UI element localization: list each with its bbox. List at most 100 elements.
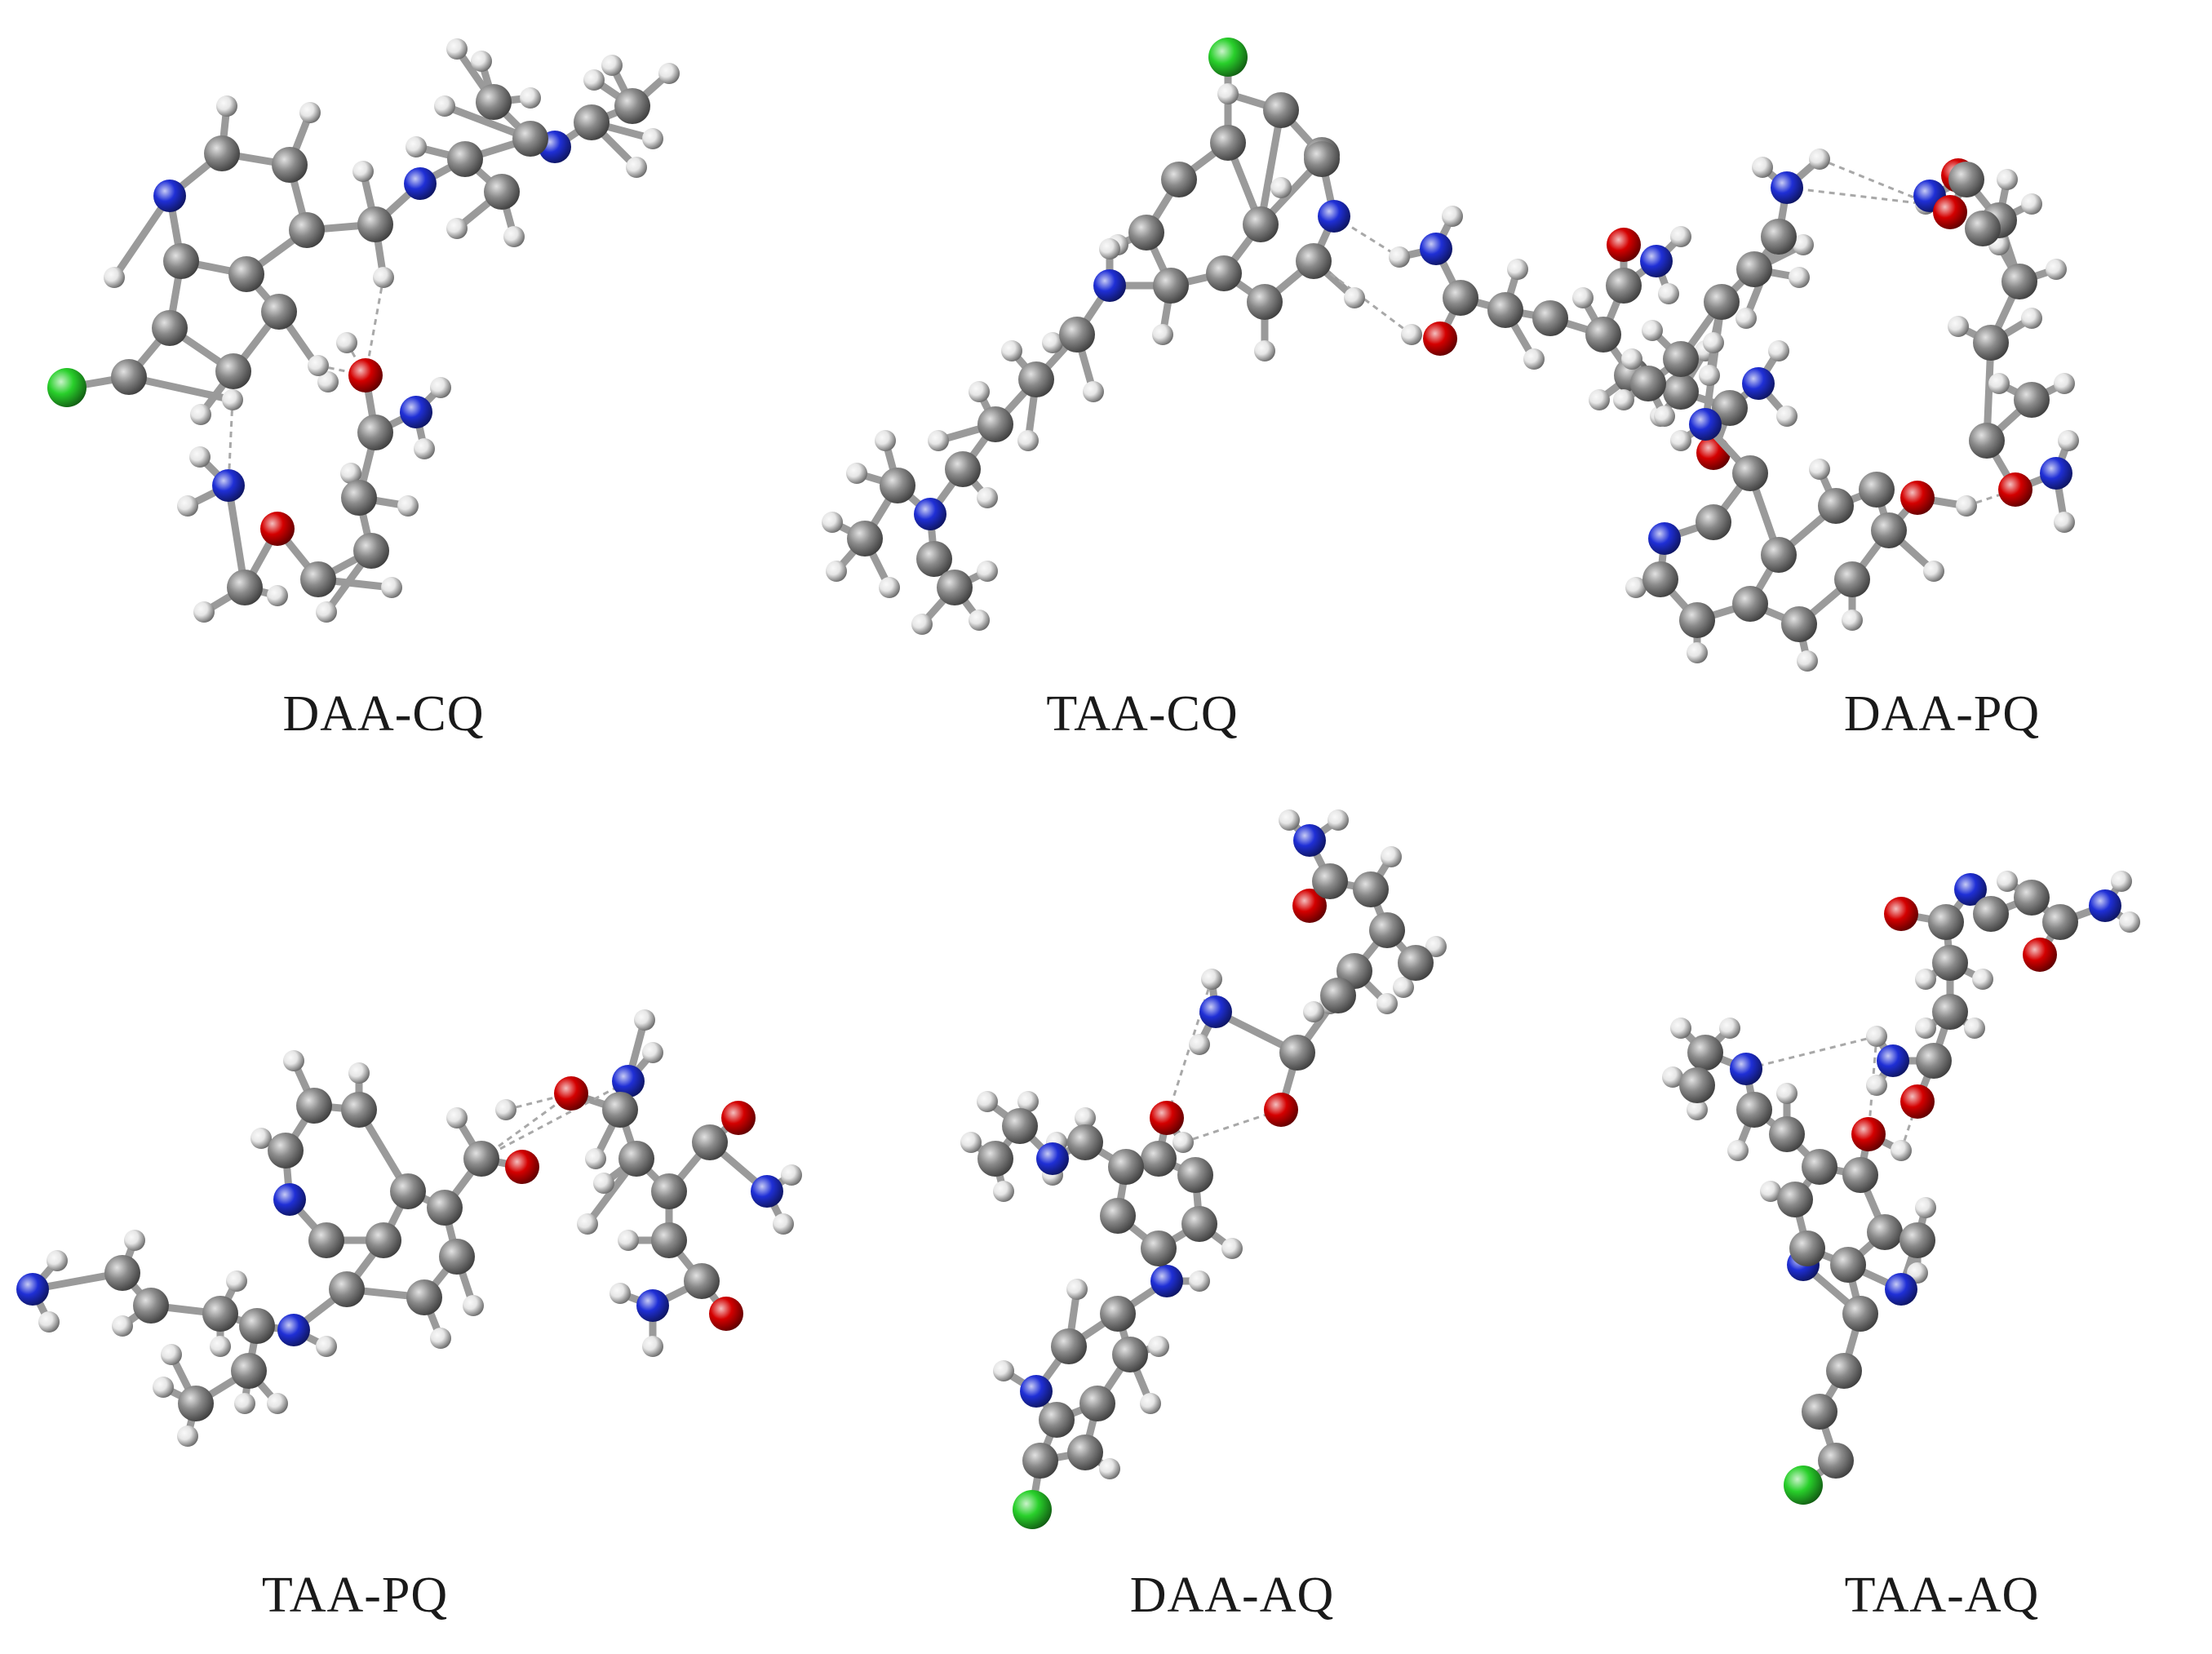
- nitrogen-atom: [1954, 873, 1987, 906]
- nitrogen-atom: [1293, 824, 1326, 857]
- nitrogen-atom: [273, 1183, 306, 1216]
- carbon-atom: [228, 256, 264, 292]
- hydrogen-atom: [503, 226, 525, 247]
- carbon-atom: [1128, 215, 1164, 251]
- hydrogen-atom: [2021, 308, 2042, 329]
- hydrogen-atom: [1776, 406, 1798, 427]
- hydrogen-atom: [875, 430, 896, 451]
- carbon-atom: [1928, 904, 1964, 940]
- nitrogen-atom: [1771, 171, 1803, 204]
- nitrogen-atom: [1648, 522, 1681, 555]
- hydrogen-atom: [1735, 308, 1757, 329]
- hydrogen-atom: [193, 601, 215, 623]
- hydrogen-atom: [642, 1336, 663, 1357]
- panel-daa-aq: DAA-AQ: [898, 783, 1469, 1623]
- carbon-atom: [1965, 211, 2001, 246]
- hydrogen-atom: [2054, 373, 2075, 394]
- hydrogen-atom: [446, 218, 468, 239]
- hydrogen-atom: [104, 267, 125, 288]
- carbon-atom: [1532, 300, 1568, 336]
- hydrogen-atom: [658, 63, 680, 84]
- panel-label: DAA-CQ: [282, 686, 485, 742]
- hydrogen-atom: [1221, 1238, 1243, 1259]
- carbon-atom: [463, 1141, 499, 1177]
- carbon-atom: [1802, 1394, 1837, 1430]
- carbon-atom: [1279, 1035, 1315, 1071]
- hydrogen-atom: [1809, 459, 1830, 480]
- carbon-atom: [341, 480, 377, 516]
- hydrogen-atom: [1625, 577, 1647, 598]
- carbon-atom: [152, 310, 188, 346]
- chlorine-atom: [1784, 1466, 1823, 1505]
- nitrogen-atom: [1640, 245, 1673, 277]
- nitrogen-atom: [1093, 269, 1126, 302]
- chlorine-atom: [1013, 1490, 1052, 1529]
- hydrogen-atom: [1066, 1279, 1088, 1300]
- hydrogen-atom: [177, 1426, 198, 1447]
- carbon-atom: [1802, 1149, 1837, 1185]
- hydrogen-atom: [267, 585, 288, 606]
- panel-taa-cq: TAA-CQ: [653, 16, 1798, 742]
- hydrogen-atom: [1507, 259, 1528, 280]
- hydrogen-atom: [1752, 157, 1773, 178]
- hydrogen-atom: [577, 1213, 598, 1235]
- carbon-atom: [1606, 268, 1642, 304]
- carbon-atom: [1247, 284, 1283, 320]
- hydrogen-atom: [642, 128, 663, 149]
- carbon-atom: [1781, 606, 1817, 642]
- hydrogen-atom: [1915, 1197, 1936, 1218]
- carbon-atom: [1732, 455, 1768, 491]
- hydrogen-atom: [153, 1377, 174, 1398]
- carbon-atom: [1067, 1435, 1103, 1470]
- hydrogen-atom: [601, 55, 623, 76]
- hydrogen-atom: [336, 332, 357, 353]
- carbon-atom: [357, 206, 393, 242]
- hydrogen-atom: [928, 430, 949, 451]
- carbon-atom: [357, 415, 393, 450]
- carbon-atom: [178, 1386, 214, 1421]
- hydrogen-atom: [977, 561, 998, 582]
- carbon-atom: [1210, 125, 1246, 161]
- hydrogen-atom: [977, 487, 998, 508]
- hydrogen-atom: [124, 1230, 145, 1251]
- hydrogen-atom: [1523, 348, 1545, 370]
- oxygen-atom: [1150, 1101, 1184, 1135]
- hydrogen-atom: [463, 1295, 484, 1316]
- hydrogen-atom: [1768, 340, 1789, 361]
- nitrogen-atom: [277, 1314, 310, 1346]
- hydrogen-atom: [1189, 1270, 1210, 1292]
- carbon-atom: [1736, 1092, 1772, 1128]
- carbon-atom: [1153, 268, 1189, 304]
- hydrogen-atom: [1613, 389, 1634, 410]
- panel-label: DAA-AQ: [1129, 1568, 1335, 1623]
- hydrogen-atom: [1189, 1034, 1210, 1055]
- carbon-atom: [1353, 871, 1389, 907]
- nitrogen-atom: [16, 1273, 49, 1306]
- oxygen-atom: [1423, 321, 1457, 356]
- hydrogen-atom: [1915, 1018, 1936, 1039]
- hydrogen-atom: [1842, 610, 1863, 631]
- panel-label: TAA-AQ: [1844, 1568, 2040, 1623]
- molecule-daa-aq: [960, 809, 1447, 1529]
- hydrogen-atom: [340, 463, 361, 484]
- molecule-taa-cq: [822, 38, 1798, 635]
- carbon-atom: [1789, 1231, 1825, 1266]
- hydrogen-atom: [1442, 206, 1463, 227]
- carbon-atom: [1177, 1157, 1213, 1193]
- hydrogen-bond: [227, 399, 234, 486]
- hydrogen-atom: [1964, 1018, 1985, 1039]
- carbon-atom: [1769, 1116, 1805, 1152]
- carbon-atom: [1663, 374, 1699, 410]
- oxygen-atom: [1851, 1117, 1886, 1151]
- carbon-atom: [268, 1133, 304, 1168]
- carbon-atom: [1969, 423, 2005, 459]
- hydrogen-atom: [1670, 226, 1691, 247]
- hydrogen-atom: [1670, 430, 1691, 451]
- hydrogen-atom: [1988, 373, 2010, 394]
- carbon-atom: [1443, 280, 1478, 316]
- hydrogen-atom: [1254, 340, 1275, 361]
- carbon-atom: [1002, 1108, 1038, 1144]
- carbon-atom: [1704, 284, 1740, 320]
- carbon-atom: [574, 104, 610, 140]
- carbon-atom: [1630, 366, 1666, 401]
